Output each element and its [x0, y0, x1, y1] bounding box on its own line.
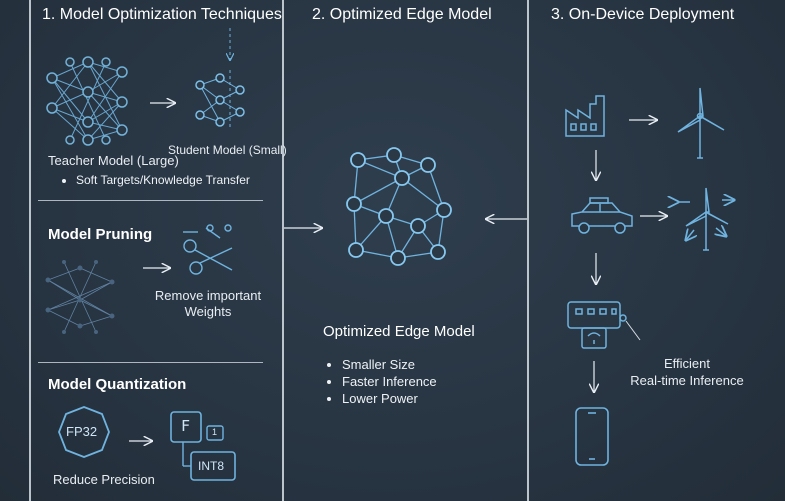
- panel1-title: 1. Model Optimization Techniques: [42, 6, 282, 23]
- pruned-network-icon: [45, 260, 115, 334]
- pruning-title: Model Pruning: [48, 226, 153, 243]
- panel2-title: 2. Optimized Edge Model: [312, 6, 492, 23]
- pruning-caption: Remove important Weights: [148, 288, 268, 320]
- distill-bullet: Soft Targets/Knowledge Transfer: [76, 173, 250, 187]
- section-divider-1: [38, 200, 263, 201]
- car-icon: [571, 197, 633, 234]
- scissors-icon: [183, 224, 233, 275]
- student-network-icon: [195, 28, 245, 130]
- pruning-caption-line1: Remove important: [154, 288, 262, 303]
- teacher-model-label: Teacher Model (Large): [48, 153, 179, 168]
- fp32-octagon: [58, 406, 110, 458]
- smartphone-icon: [575, 407, 609, 466]
- wind-turbine-icon: [677, 87, 725, 159]
- deploy-caption-line2: Real-time Inference: [630, 373, 744, 388]
- deploy-caption-line1: Efficient: [663, 356, 710, 371]
- edge-model-heading: Optimized Edge Model: [323, 323, 475, 340]
- section-divider-2: [38, 362, 263, 363]
- factory-icon: [565, 95, 605, 137]
- teacher-network-icon: [46, 56, 128, 146]
- f-label: F: [181, 417, 191, 435]
- pruning-caption-line2: Weights: [184, 304, 232, 319]
- student-model-label: Student Model (Small): [168, 143, 287, 157]
- panel-divider-right: [527, 0, 529, 501]
- edge-bullet-1: Smaller Size: [342, 358, 437, 372]
- quant-caption: Reduce Precision: [53, 472, 155, 487]
- distill-bullet-list: Soft Targets/Knowledge Transfer: [62, 173, 250, 187]
- edge-bullet-2: Faster Inference: [342, 375, 437, 389]
- fp32-label: FP32: [66, 424, 98, 439]
- panel3-title: 3. On-Device Deployment: [551, 6, 735, 23]
- one-label: 1: [212, 427, 218, 437]
- edge-bullet-3: Lower Power: [342, 392, 437, 406]
- deploy-caption: Efficient Real-time Inference: [622, 355, 752, 389]
- quant-title: Model Quantization: [48, 376, 187, 393]
- embedded-device-icon: [567, 301, 641, 349]
- int8-label: INT8: [198, 459, 225, 473]
- panel-divider-mid: [282, 0, 284, 501]
- edge-model-bullets: Smaller Size Faster Inference Lower Powe…: [326, 358, 437, 409]
- wind-turbine-icon-2: [678, 187, 734, 251]
- panel-divider-left: [29, 0, 31, 501]
- edge-model-network-icon: [346, 147, 452, 266]
